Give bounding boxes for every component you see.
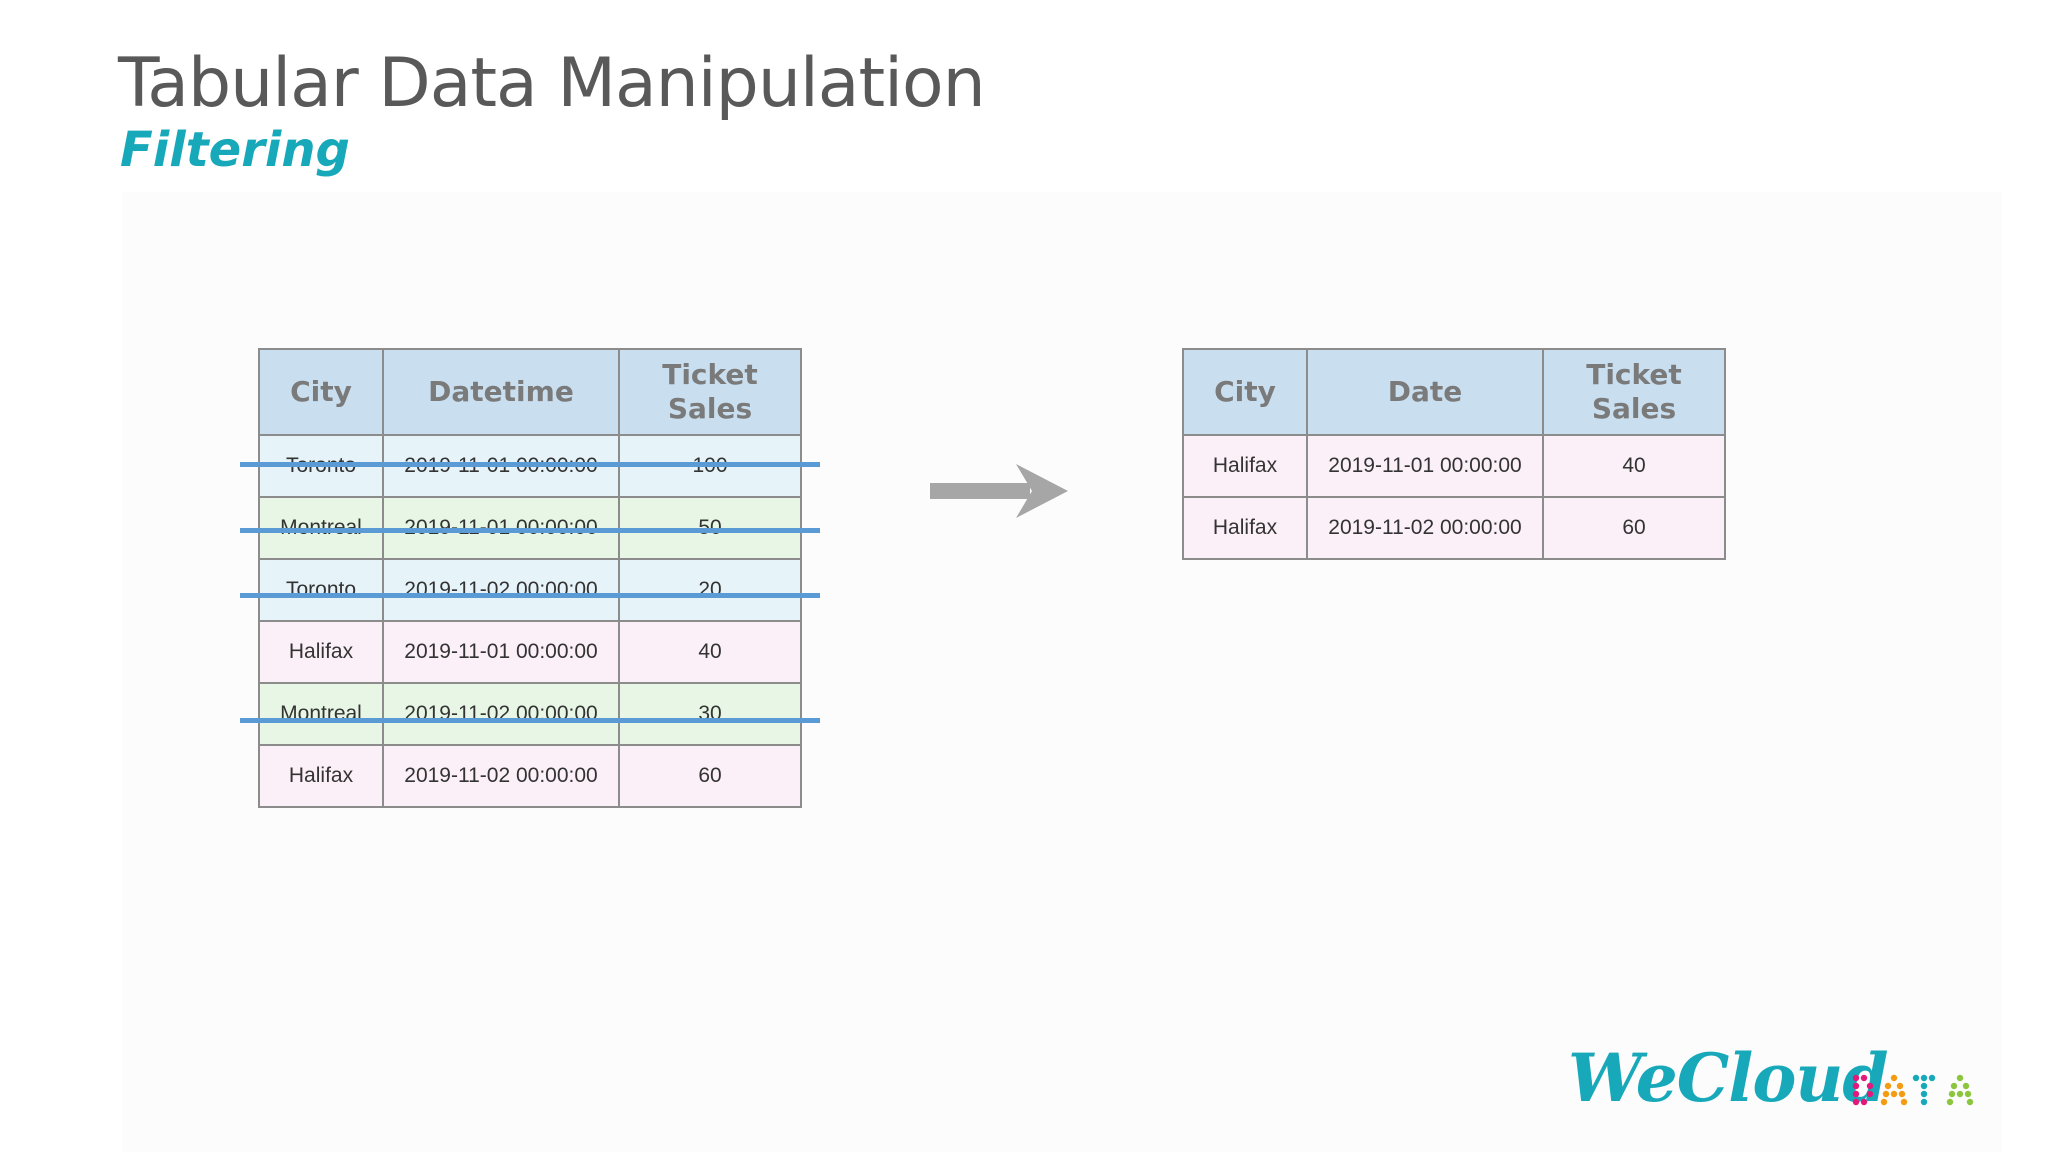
source-table: City Datetime Ticket Sales Toronto 2019-… — [258, 348, 802, 808]
source-header-city: City — [258, 348, 384, 436]
table-row: Montreal 2019-11-02 00:00:00 30 — [258, 682, 802, 746]
table-row: Halifax 2019-11-02 00:00:00 60 — [258, 744, 802, 808]
slide-subtitle: Filtering — [120, 122, 350, 178]
cell-date: 2019-11-02 00:00:00 — [1306, 496, 1544, 560]
slide-title: Tabular Data Manipulation — [118, 44, 986, 123]
source-header-ticket-sales: Ticket Sales — [618, 348, 802, 436]
cell-sales: 40 — [618, 620, 802, 684]
cell-sales: 60 — [618, 744, 802, 808]
cell-city: Halifax — [258, 744, 384, 808]
logo-data-dots-icon — [1852, 1074, 1974, 1106]
table-row: Toronto 2019-11-02 00:00:00 20 — [258, 558, 802, 622]
result-table-header-row: City Date Ticket Sales — [1182, 348, 1726, 436]
table-row: Halifax 2019-11-02 00:00:00 60 — [1182, 496, 1726, 560]
cell-sales: 40 — [1542, 434, 1726, 498]
strike-line-row-5 — [240, 718, 820, 723]
strike-line-row-2 — [240, 528, 820, 533]
cell-city: Halifax — [1182, 434, 1308, 498]
cell-sales: 20 — [618, 558, 802, 622]
cell-datetime: 2019-11-02 00:00:00 — [382, 682, 620, 746]
cell-sales: 60 — [1542, 496, 1726, 560]
strike-line-row-1 — [240, 462, 820, 467]
cell-city: Halifax — [258, 620, 384, 684]
cell-date: 2019-11-01 00:00:00 — [1306, 434, 1544, 498]
cell-datetime: 2019-11-01 00:00:00 — [382, 620, 620, 684]
result-table: City Date Ticket Sales Halifax 2019-11-0… — [1182, 348, 1726, 560]
wecloud-data-logo: WeCloud — [1568, 1038, 1988, 1118]
cell-city: Montreal — [258, 682, 384, 746]
cell-city: Halifax — [1182, 496, 1308, 560]
logo-wordmark: WeCloud — [1568, 1039, 1888, 1117]
table-row: Halifax 2019-11-01 00:00:00 40 — [258, 620, 802, 684]
table-row: Halifax 2019-11-01 00:00:00 40 — [1182, 434, 1726, 498]
result-header-city: City — [1182, 348, 1308, 436]
cell-sales: 30 — [618, 682, 802, 746]
strike-line-row-3 — [240, 593, 820, 598]
result-header-date: Date — [1306, 348, 1544, 436]
cell-city: Toronto — [258, 558, 384, 622]
result-header-ticket-sales: Ticket Sales — [1542, 348, 1726, 436]
right-arrow-icon — [930, 464, 1068, 518]
source-table-header-row: City Datetime Ticket Sales — [258, 348, 802, 436]
cell-datetime: 2019-11-02 00:00:00 — [382, 744, 620, 808]
source-header-datetime: Datetime — [382, 348, 620, 436]
cell-datetime: 2019-11-02 00:00:00 — [382, 558, 620, 622]
